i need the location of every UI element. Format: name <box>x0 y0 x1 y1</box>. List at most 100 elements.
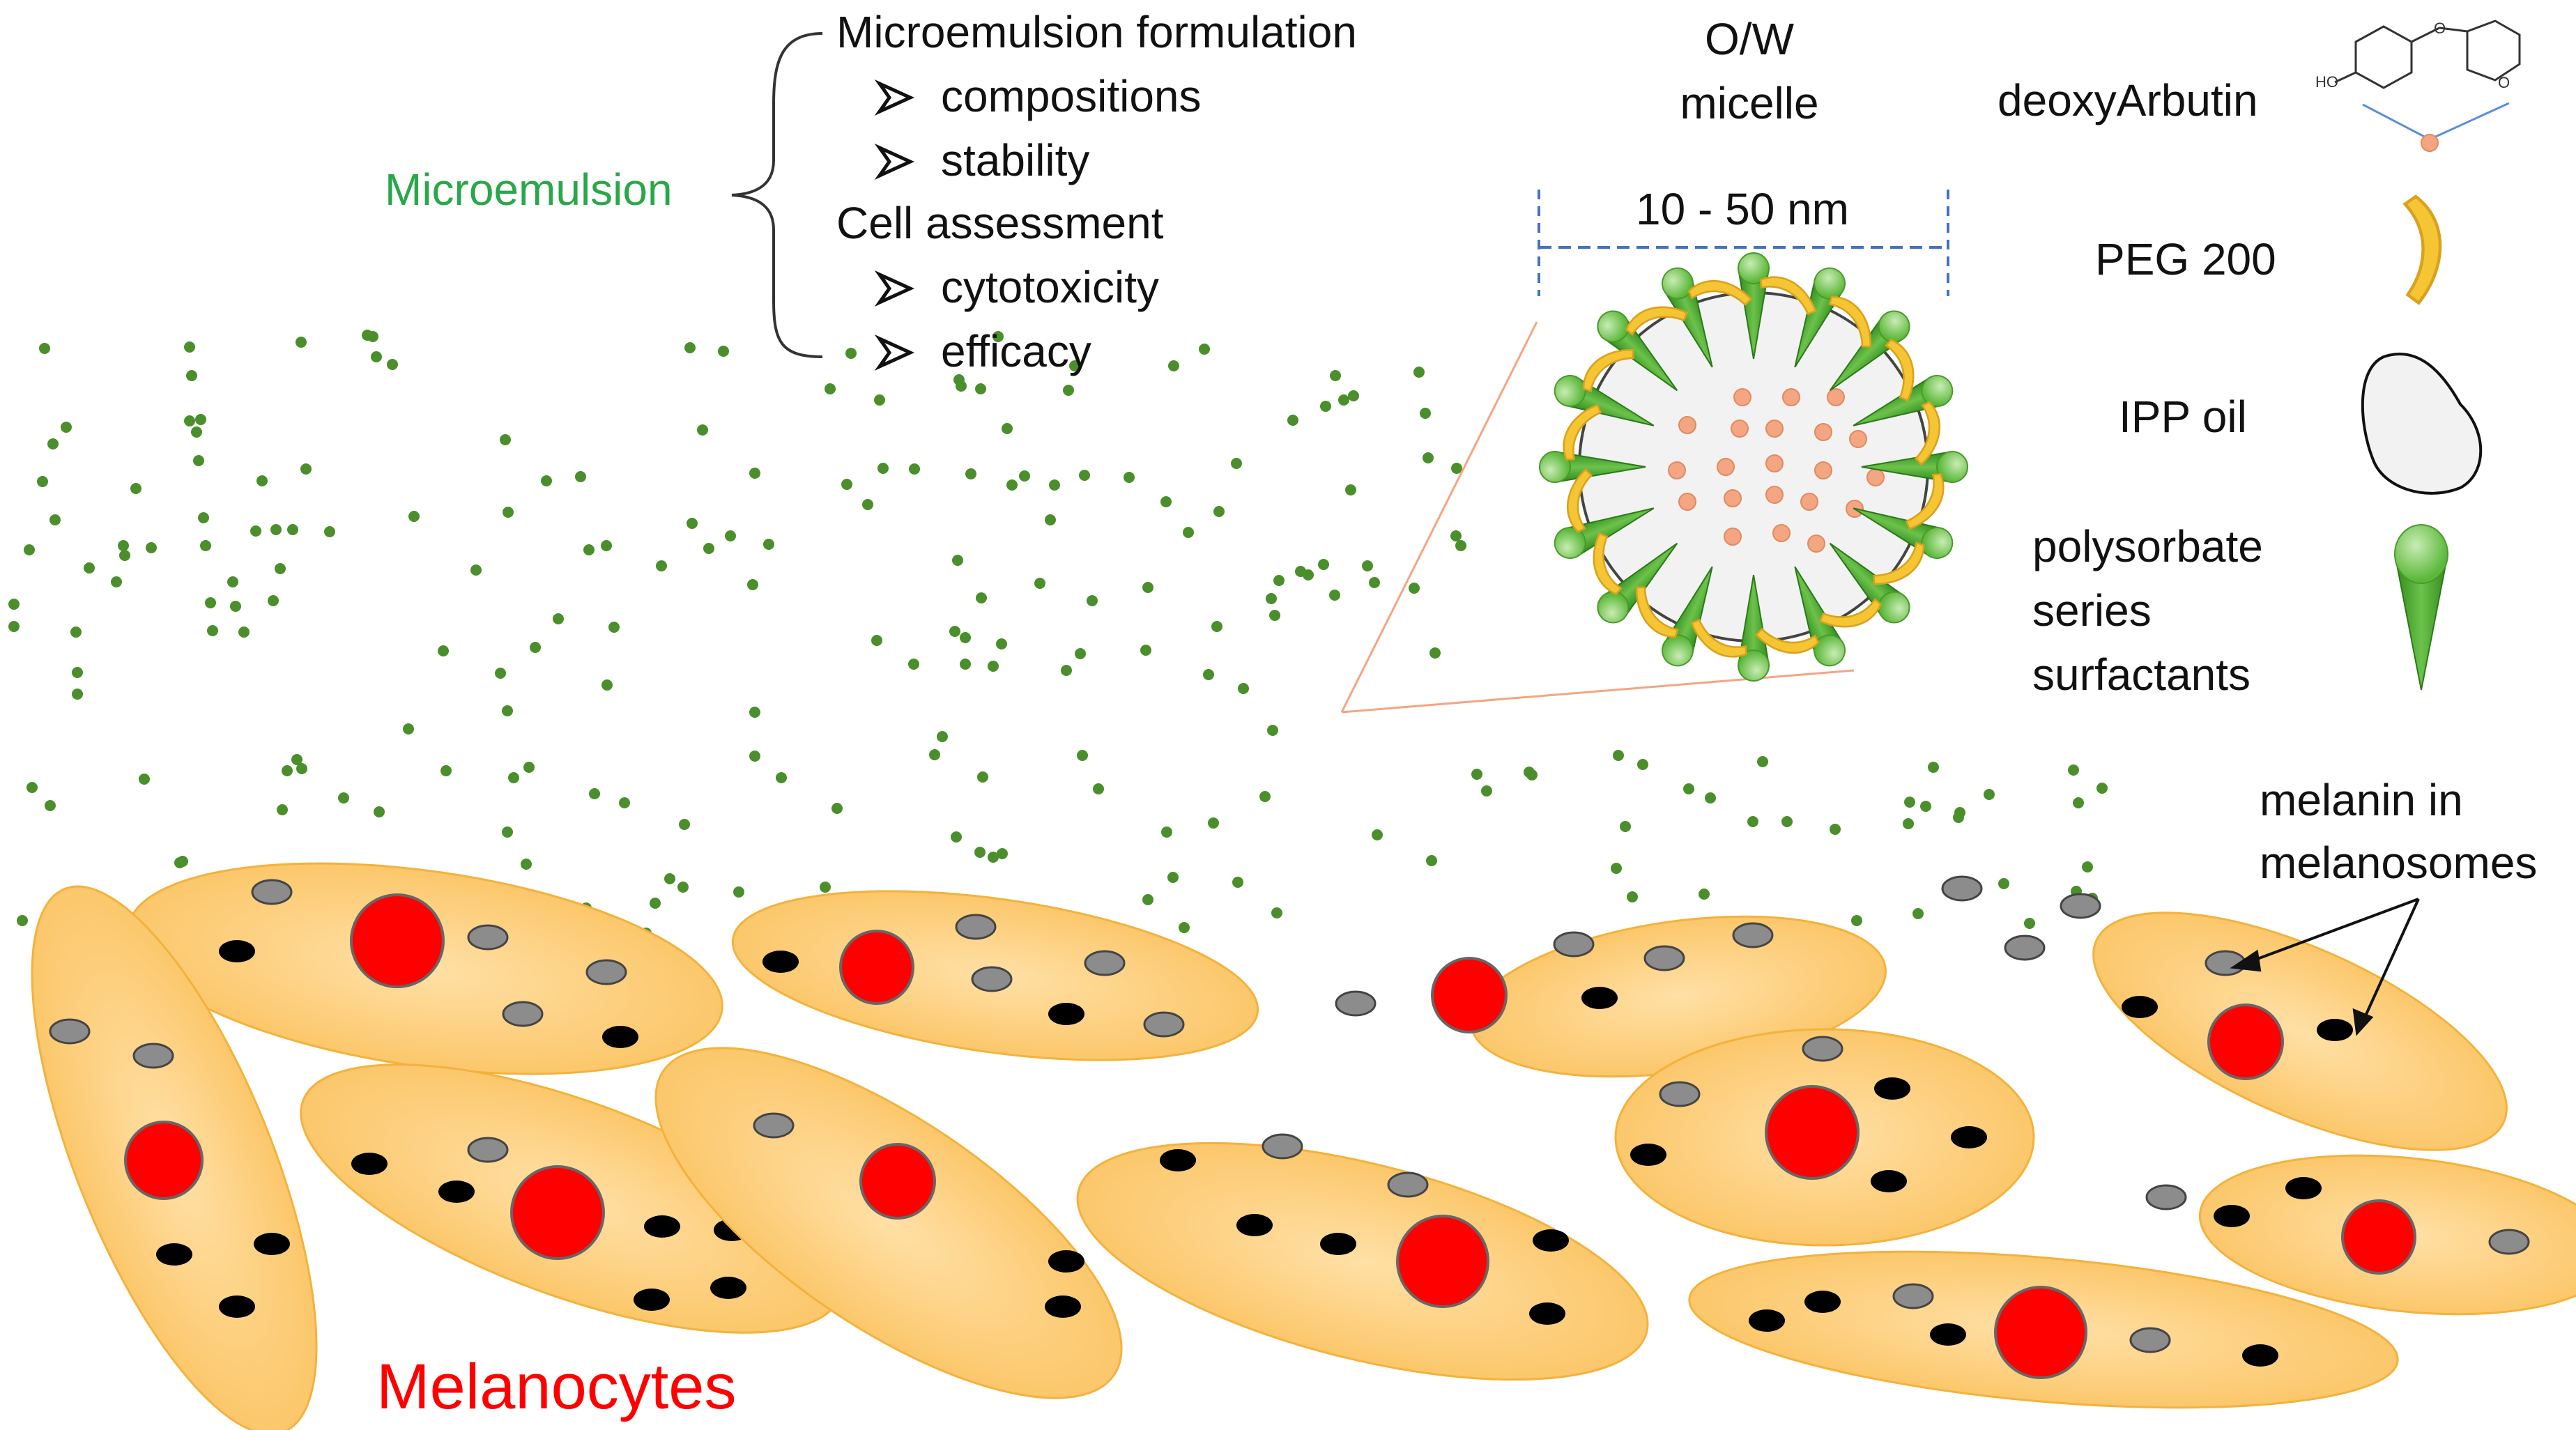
droplet-dot <box>908 659 919 670</box>
micelle-label-line2: micelle <box>1680 78 1819 128</box>
melanin-black <box>1533 1229 1569 1252</box>
structure-o-label-1: O <box>2434 20 2446 37</box>
droplet-dot <box>1471 769 1482 780</box>
droplet-dot <box>39 343 50 354</box>
droplet-dot <box>287 524 298 535</box>
droplet-dot <box>951 831 962 843</box>
droplet-dot <box>8 621 20 632</box>
legend-deoxyarbutin-label: deoxyArbutin <box>1998 75 2258 125</box>
cell-nucleus <box>1994 1286 2087 1379</box>
droplet-dot <box>47 438 59 449</box>
droplet-dot <box>1345 484 1356 495</box>
cell-nucleus <box>1396 1215 1489 1308</box>
droplet-dot <box>1079 470 1090 481</box>
droplet-dot <box>300 463 312 475</box>
polysorbate-surfactant-icon <box>2393 524 2449 691</box>
droplet-dot <box>1295 566 1306 577</box>
droplet-dot <box>374 806 385 817</box>
droplet-dot <box>1830 824 1841 835</box>
droplet-dot <box>1372 829 1383 840</box>
droplet-dot <box>1426 855 1437 866</box>
droplet-dot <box>949 626 960 637</box>
droplet-dot <box>367 331 378 342</box>
droplet-dot <box>1271 907 1282 918</box>
droplet-dot <box>601 540 612 551</box>
curly-brace <box>731 32 823 358</box>
deoxyarbutin-molecule <box>1717 458 1735 476</box>
droplet-dot <box>1034 578 1045 589</box>
melanocyte-cells <box>31 862 2576 1430</box>
droplet-dot <box>1208 817 1219 829</box>
cell-body <box>1076 1141 1649 1381</box>
droplet-dot <box>1984 789 1995 800</box>
droplet-dot <box>174 857 185 868</box>
melanocyte-cell <box>300 1063 843 1334</box>
droplet-dot <box>495 668 506 679</box>
melanosome-gray <box>753 1112 795 1139</box>
melanosome-gray <box>132 1043 174 1069</box>
droplet-dot <box>1455 540 1466 551</box>
droplet-dot <box>589 788 600 799</box>
droplet-dot <box>296 337 307 348</box>
droplet-dot <box>1637 759 1648 770</box>
melanosome-gray <box>1802 1036 1843 1062</box>
droplet-dot <box>1231 458 1242 469</box>
droplet-dot <box>70 626 82 638</box>
droplet-dot <box>8 599 20 610</box>
droplet-dot <box>45 800 56 811</box>
melanin-black <box>2214 1205 2250 1227</box>
melanosome-gray <box>1732 922 1774 948</box>
droplet-dot <box>250 525 261 537</box>
cell-assessment-heading: Cell assessment <box>836 198 1164 248</box>
droplet-dot <box>1093 783 1104 794</box>
cell-nucleus <box>124 1121 204 1200</box>
deoxyarbutin-molecule <box>1724 489 1742 507</box>
droplet-dot <box>664 873 675 884</box>
droplet-dot <box>877 463 889 474</box>
melanin-black <box>2317 1019 2353 1041</box>
droplet-dot <box>1904 797 1915 808</box>
droplet-dot <box>1423 452 1434 463</box>
melanosome-gray <box>2488 1229 2530 1255</box>
droplet-dot <box>1481 785 1492 797</box>
droplet-dot <box>2096 783 2108 794</box>
droplet-dot <box>1912 908 1924 919</box>
droplet-dot <box>1266 593 1277 604</box>
formulation-heading: Microemulsion formulation <box>836 7 1357 57</box>
melanin-black <box>1529 1302 1565 1325</box>
melanosome-gray <box>2145 1184 2187 1210</box>
droplet-dot <box>1369 577 1380 588</box>
droplet-dot <box>1451 463 1462 474</box>
melanin-black <box>602 1026 638 1048</box>
droplet-dot <box>650 898 661 909</box>
droplet-dot <box>371 351 382 362</box>
droplet-dot <box>195 414 206 425</box>
melanosome-gray <box>251 879 293 905</box>
droplet-dot <box>1267 725 1278 736</box>
legend-polysorbate-line1: polysorbate <box>2032 521 2263 571</box>
deoxyarbutin-molecule <box>1814 461 1832 479</box>
droplet-dot <box>703 543 714 554</box>
melanin-black <box>1630 1144 1666 1166</box>
droplet-dot <box>503 507 514 518</box>
droplet-dot <box>1928 762 1939 773</box>
deoxyarbutin-structure-icon <box>2334 20 2521 152</box>
melanin-black <box>644 1215 680 1238</box>
droplet-dot <box>1069 360 1080 371</box>
melanin-black <box>2122 996 2158 1018</box>
droplet-dot <box>207 625 218 636</box>
droplet-dot <box>296 763 307 774</box>
melanosome-gray <box>1335 990 1377 1017</box>
deoxyarbutin-molecule <box>1765 486 1784 504</box>
droplet-dot <box>1920 801 1931 812</box>
droplet-dot <box>718 346 729 357</box>
droplet-dot <box>871 635 882 646</box>
droplet-dot <box>193 455 204 466</box>
deoxyarbutin-molecule <box>1724 528 1742 546</box>
cell-nucleus <box>1431 957 1508 1033</box>
droplet-dot <box>831 803 843 814</box>
cell-nucleus <box>1765 1085 1860 1180</box>
melanocyte-cell <box>31 885 318 1430</box>
melanosome-gray <box>1084 950 1126 976</box>
melanocyte-cell <box>1941 875 2508 1151</box>
